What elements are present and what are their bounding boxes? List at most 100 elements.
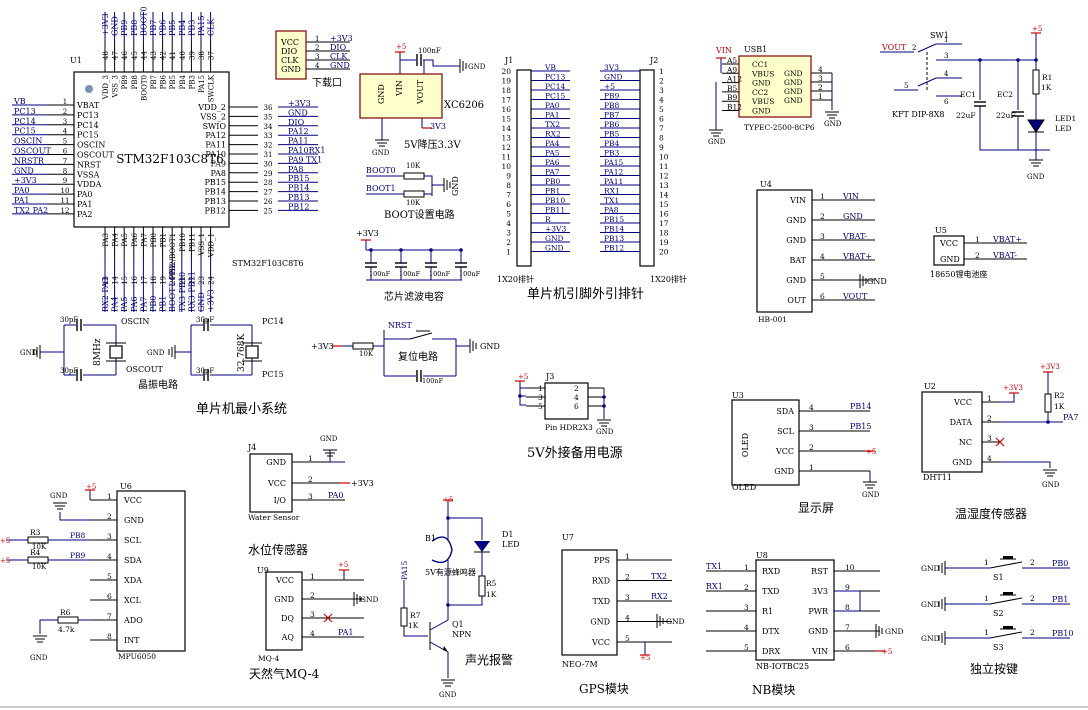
pin-number: 3 bbox=[538, 393, 543, 402]
net-label: NRST bbox=[388, 321, 413, 330]
gnd-label: GND bbox=[372, 149, 390, 157]
net-label: PB4 bbox=[604, 139, 620, 148]
pin-number: 2 bbox=[574, 384, 579, 393]
mcu-pin-name: PA4 bbox=[112, 232, 120, 246]
dht-title: 温湿度传感器 bbox=[955, 506, 1027, 521]
capacitor bbox=[1012, 111, 1024, 117]
pin-name: VCC bbox=[275, 576, 294, 585]
net-label: CLK bbox=[330, 52, 348, 61]
mcu-pin-number: 45 bbox=[131, 51, 139, 60]
junction-dot bbox=[602, 395, 606, 399]
pin-number: 5 bbox=[625, 634, 630, 643]
j2-ref: J2 bbox=[649, 56, 658, 65]
pin-number: 1 bbox=[744, 563, 749, 572]
pin-number: 1 bbox=[944, 36, 948, 44]
mcu-pin-name: SWCLK bbox=[208, 74, 216, 102]
net-label: PB0 bbox=[149, 296, 158, 312]
u4-ref: U4 bbox=[760, 180, 772, 189]
cap-value: 100nF bbox=[369, 270, 391, 278]
net-label: TX3 PB10 bbox=[178, 272, 187, 312]
pin-number: 14 bbox=[659, 191, 669, 200]
pin-name: GND bbox=[786, 216, 806, 225]
pin-name: GND bbox=[752, 79, 771, 88]
net-label: PB4 bbox=[178, 20, 187, 36]
u5-ref: U5 bbox=[935, 226, 947, 235]
gnd-label: GND bbox=[468, 63, 486, 71]
mcu-pin-name: PA1 bbox=[77, 200, 93, 209]
pin-number: A5 bbox=[726, 56, 737, 65]
mcu-pin-number: 48 bbox=[102, 51, 110, 60]
led-label: LED bbox=[1055, 124, 1071, 133]
pin-number: 2 bbox=[625, 573, 630, 582]
resistor-ref: R7 bbox=[410, 611, 421, 620]
pin-number: 7 bbox=[845, 623, 850, 632]
key-button-cap bbox=[1003, 626, 1013, 629]
resistor-ref: R6 bbox=[60, 608, 71, 617]
net-label: PB9 bbox=[120, 20, 129, 36]
power-net: +3V3 bbox=[1003, 384, 1023, 392]
pin-name: VIN bbox=[811, 647, 828, 656]
junction-dot bbox=[518, 394, 522, 398]
mcu-pin-name: PA9 bbox=[210, 159, 226, 168]
resistor-reset bbox=[352, 342, 374, 350]
pin-name: 3V3 bbox=[812, 587, 828, 596]
led-ref: LED1 bbox=[1055, 114, 1076, 123]
pin-name: GND bbox=[786, 276, 806, 285]
power-net: +5 bbox=[338, 561, 348, 569]
pin-number: 1 bbox=[818, 92, 823, 101]
net-label: PC13 bbox=[14, 107, 36, 116]
capacitor bbox=[974, 101, 986, 107]
mcu-pin-number: 20 bbox=[169, 276, 177, 285]
pin-number: 1 bbox=[987, 394, 992, 403]
gnd-label: GND bbox=[147, 349, 165, 357]
pin-number: 20 bbox=[501, 67, 511, 76]
cap-value: 22uF bbox=[996, 111, 1016, 120]
net-label: TX2 bbox=[651, 572, 667, 581]
mpu-body bbox=[116, 490, 186, 652]
resistor-ref: R4 bbox=[30, 548, 41, 557]
pin-number: 11 bbox=[659, 162, 669, 171]
pin-name: XDA bbox=[124, 576, 142, 585]
net-label: PC15 bbox=[14, 127, 36, 136]
pin-name: INT bbox=[124, 636, 140, 645]
pin-name: DIO bbox=[281, 47, 298, 56]
crystal-value: 32.768K bbox=[237, 334, 247, 372]
water-body bbox=[249, 453, 293, 513]
mcu-pin-number: 35 bbox=[264, 113, 273, 121]
wire bbox=[403, 626, 428, 637]
mcu-pin-number: 33 bbox=[264, 132, 273, 140]
mcu-pin-name: NRST bbox=[77, 160, 102, 169]
u5-body bbox=[933, 235, 965, 266]
pin-number: 19 bbox=[501, 77, 511, 86]
net-label: PB15 bbox=[288, 174, 309, 183]
pin-number: 6 bbox=[659, 115, 664, 124]
pin-number: 18 bbox=[501, 86, 511, 95]
key-button-cap bbox=[1003, 592, 1013, 595]
pin-number: 1 bbox=[984, 594, 989, 603]
pin-name: SCL bbox=[777, 427, 795, 436]
mcu-pin-number: 28 bbox=[264, 179, 273, 187]
mcu-pin-name: VDD_1 bbox=[208, 233, 216, 258]
wire bbox=[39, 619, 58, 634]
resistor-value: 1K bbox=[408, 621, 419, 630]
pin-name: GND bbox=[590, 618, 610, 627]
pin-number: 2 bbox=[315, 44, 319, 52]
net-label: PB13 bbox=[288, 193, 309, 202]
alarm-title: 声光报警 bbox=[465, 652, 513, 667]
pin-number: 4 bbox=[818, 65, 823, 74]
net-label: PA11 bbox=[604, 177, 623, 186]
power-net: +5 bbox=[882, 648, 892, 656]
pin-name: DRX bbox=[762, 647, 780, 656]
cap-value: 100nF bbox=[429, 270, 451, 278]
mcu-pin-name: PB12 bbox=[205, 206, 226, 215]
power-net: +5 bbox=[518, 373, 528, 381]
net-label: TX2 bbox=[545, 120, 560, 129]
net-label: PB8 bbox=[130, 20, 139, 36]
filter-title: 芯片滤波电容 bbox=[384, 290, 444, 303]
net-label: +3V3 bbox=[101, 13, 110, 36]
pin-name: GND bbox=[274, 595, 294, 604]
pin-name: DATA bbox=[950, 418, 973, 427]
power-net: 3V3 bbox=[430, 122, 446, 131]
net-label: PC15 bbox=[262, 370, 284, 379]
pin-name: SDA bbox=[124, 556, 142, 565]
